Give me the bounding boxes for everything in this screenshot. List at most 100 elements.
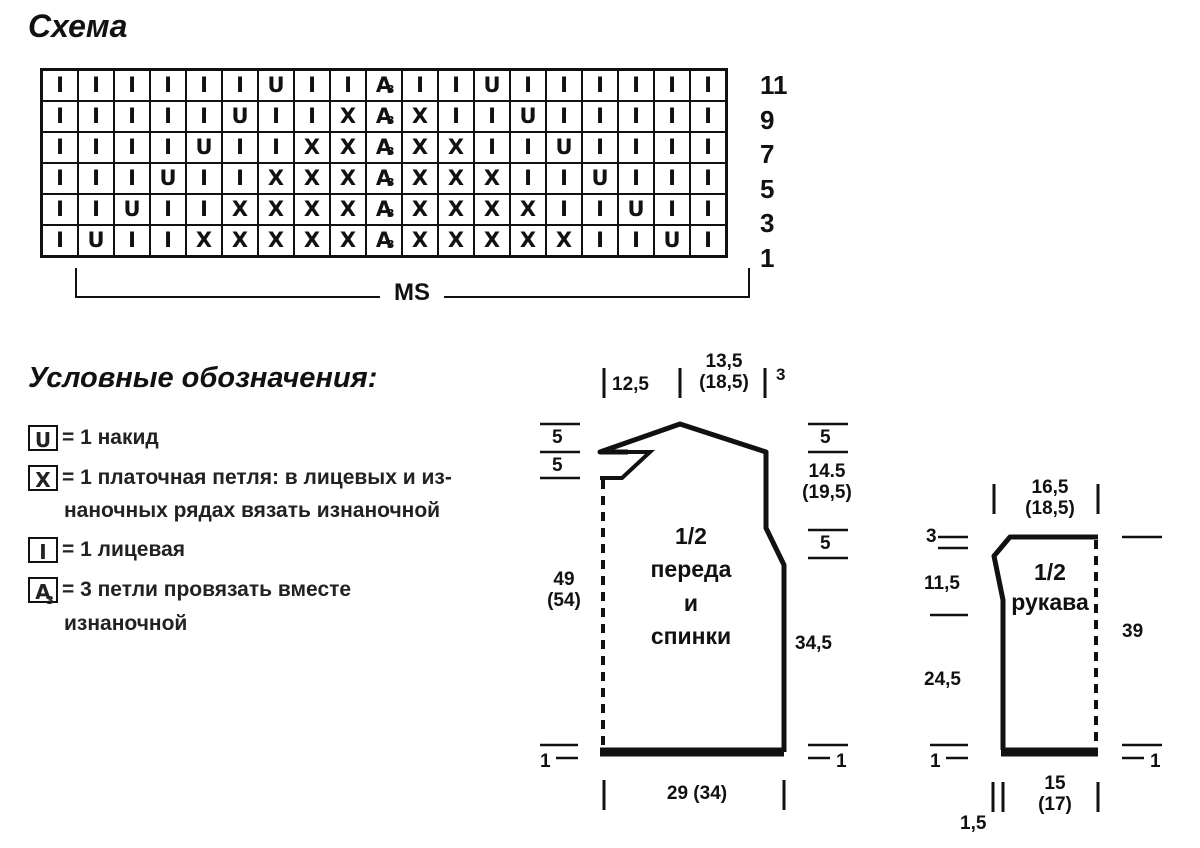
- body-dim-armhole-b: (19,5): [802, 481, 852, 503]
- yarn-over-cell: U: [545, 131, 583, 164]
- knit-cell: I: [545, 193, 583, 226]
- knit-cell: I: [581, 193, 619, 226]
- knit-cell: I: [40, 100, 79, 133]
- chart-row-number: 5: [760, 173, 775, 204]
- legend-item-knit: I= 1 лицевая: [28, 537, 185, 564]
- body-dim-top-mid: 13,5 (18,5): [686, 351, 762, 394]
- garter-stitch-cell: X: [221, 193, 259, 226]
- knit-cell: I: [40, 193, 79, 226]
- sleeve-dim-left-cap: 11,5: [924, 573, 960, 594]
- body-dim-width: 29 (34): [666, 783, 728, 804]
- knit-cell: I: [113, 162, 151, 195]
- knit-cell: I: [221, 68, 259, 102]
- knit-cell: I: [77, 131, 115, 164]
- sleeve-dim-edge: 1,5: [960, 813, 987, 834]
- chart-row-number: 3: [760, 208, 775, 238]
- knit-cell: I: [149, 68, 187, 102]
- knit-cell: I: [401, 68, 439, 102]
- knit-cell: I: [113, 68, 151, 102]
- chart-row-number: 9: [760, 104, 775, 135]
- yarn-over-cell: U: [77, 224, 115, 258]
- knit-cell: I: [581, 100, 619, 133]
- knit-cell: I: [581, 68, 619, 102]
- knit-cell: I: [653, 193, 691, 226]
- body-dim-top-mid-b: (18,5): [699, 371, 749, 393]
- garter-stitch-cell: X: [401, 224, 439, 258]
- body-dim-left-5b: 5: [552, 455, 563, 476]
- knit-cell: I: [689, 100, 728, 133]
- knit-symbol-icon: I: [28, 537, 58, 564]
- body-dim-height-b: (54): [547, 589, 581, 611]
- knit-cell: I: [617, 131, 655, 164]
- knit-cell: I: [149, 131, 187, 164]
- knit-cell: I: [40, 131, 79, 164]
- body-dim-armhole: 14.5 (19,5): [788, 461, 866, 504]
- body-dim-top-left: 12,5: [612, 374, 649, 395]
- garter-stitch-cell: X: [329, 193, 367, 226]
- knit-cell: I: [509, 162, 547, 195]
- knit-cell: I: [329, 68, 367, 102]
- legend-text-garter-stitch: = 1 платочная петля: в лицевых и из-: [62, 466, 452, 489]
- knit-cell: I: [221, 162, 259, 195]
- garter-stitch-cell: X: [221, 224, 259, 258]
- yarn-over-cell: U: [113, 193, 151, 226]
- body-dim-left-5a: 5: [552, 427, 563, 448]
- knit-cell: I: [149, 193, 187, 226]
- knit-cell: I: [617, 162, 655, 195]
- garter-stitch-cell: X: [329, 100, 367, 133]
- knit-cell: I: [545, 68, 583, 102]
- sleeve-dim-top-b: (18,5): [1025, 497, 1075, 519]
- knit-cell: I: [221, 131, 259, 164]
- knit-cell: I: [185, 193, 223, 226]
- sleeve-dim-left-lower: 24,5: [924, 669, 961, 690]
- body-dim-right-5b: 5: [820, 533, 831, 554]
- garter-stitch-cell: X: [473, 162, 511, 195]
- body-dim-right-side: 34,5: [795, 633, 832, 654]
- garter-stitch-cell: X: [437, 193, 475, 226]
- knit-cell: I: [77, 162, 115, 195]
- garter-stitch-cell: X: [473, 193, 511, 226]
- sleeve-dim-top: 16,5 (18,5): [1010, 477, 1090, 520]
- garter-stitch-cell: X: [509, 193, 547, 226]
- body-dim-height-a: 49: [553, 569, 575, 590]
- knit-cell: I: [257, 100, 295, 133]
- yarn-over-cell: U: [509, 100, 547, 133]
- scheme-title: Схема: [28, 8, 128, 44]
- garter-stitch-cell: X: [293, 193, 331, 226]
- legend-title: Условные обозначения:: [28, 362, 378, 394]
- body-dim-bottom-left: 1: [540, 751, 551, 772]
- legend-text-three-together-cont: изнаночной: [64, 612, 188, 635]
- knit-cell: I: [617, 100, 655, 133]
- garter-stitch-cell: X: [401, 162, 439, 195]
- garter-stitch-cell: X: [329, 131, 367, 164]
- body-label-line-4: спинки: [650, 623, 732, 650]
- garter-stitch-cell: X: [545, 224, 583, 258]
- knit-cell: I: [149, 100, 187, 133]
- knit-cell: I: [40, 162, 79, 195]
- garter-stitch-cell: X: [401, 193, 439, 226]
- sleeve-dim-left-3: 3: [926, 526, 937, 547]
- knit-cell: I: [77, 193, 115, 226]
- ms-bracket: MS: [75, 268, 750, 308]
- yarn-over-cell: U: [149, 162, 187, 195]
- knit-cell: I: [113, 131, 151, 164]
- chart-row-number: 1: [760, 242, 775, 273]
- body-label-line-1: 1/2: [675, 523, 707, 549]
- body-dim-armhole-a: 14.5: [808, 461, 846, 482]
- chart-row-number: 7: [760, 139, 775, 169]
- legend-text-yarn-over: = 1 накид: [62, 426, 159, 449]
- sleeve-dim-width-a: 15: [1044, 773, 1066, 794]
- knit-cell: I: [653, 162, 691, 195]
- garter-stitch-cell: X: [257, 224, 295, 258]
- knit-cell: I: [149, 224, 187, 258]
- yarn-over-cell: U: [185, 131, 223, 164]
